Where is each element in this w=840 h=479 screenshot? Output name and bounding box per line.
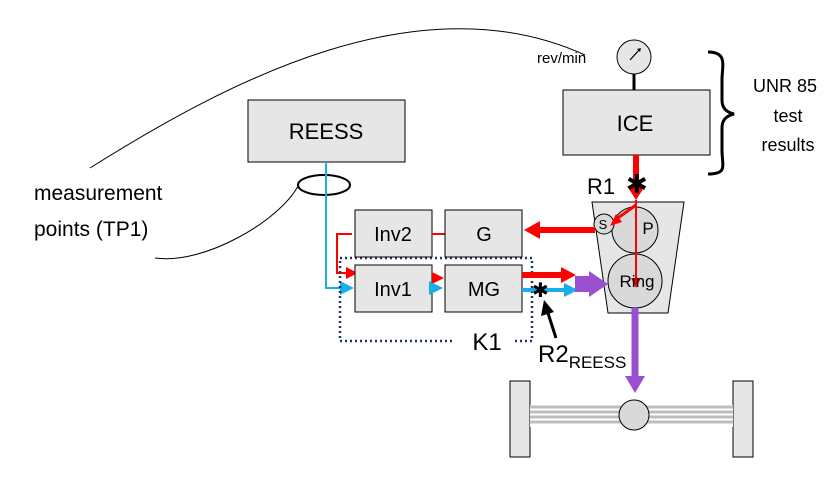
r2-main: R2: [538, 341, 569, 368]
r2-label: R2REESS: [538, 341, 626, 372]
ice-box: [562, 89, 711, 156]
k1-label-bg: [455, 328, 515, 356]
inv2-to-inv1-wire: [336, 233, 358, 279]
ice-label: ICE: [617, 111, 654, 136]
g-box: [444, 209, 523, 258]
r2-pointer: [545, 309, 558, 339]
reess-to-inv1-wire: [325, 162, 354, 295]
unr-bracket: [707, 50, 735, 176]
inv1-box: [354, 264, 433, 313]
reess-label: REESS: [289, 119, 364, 144]
differential: [618, 399, 650, 431]
r1-marker-icon: ✱: [626, 169, 648, 199]
k1-label: K1: [472, 329, 501, 356]
s-label: S: [599, 217, 608, 232]
measurement-wire-lower: [154, 185, 299, 260]
gauge-needle: [629, 48, 641, 61]
measurement-point-ellipse: [297, 174, 351, 196]
measurement-wire: [89, 28, 586, 169]
k1-enclosure: [338, 256, 534, 343]
measurement-label-2: points (TP1): [34, 218, 148, 241]
measurement-label-1: measurement: [34, 182, 163, 205]
ring-label: Ring: [620, 272, 655, 291]
mg-label: MG: [468, 279, 500, 301]
inv1-label: Inv1: [374, 279, 412, 301]
unr-label-2: test: [773, 106, 802, 126]
unr-label-3: results: [761, 135, 814, 155]
purple-merge-shaft: [575, 276, 591, 292]
inv2-label: Inv2: [374, 224, 412, 246]
unr-label-1: UNR 85: [753, 76, 817, 96]
rpm-label: rev/min: [537, 50, 586, 67]
left-wheel: [509, 380, 531, 458]
r2-subscript: REESS: [569, 353, 627, 372]
inv2-box: [354, 209, 433, 258]
r1-label: R1: [587, 174, 615, 199]
rpm-gauge-icon: [616, 39, 652, 75]
g-label: G: [476, 224, 492, 246]
p-label: P: [642, 219, 653, 238]
r2-marker-icon: ✱: [532, 280, 549, 302]
right-wheel: [732, 380, 754, 458]
